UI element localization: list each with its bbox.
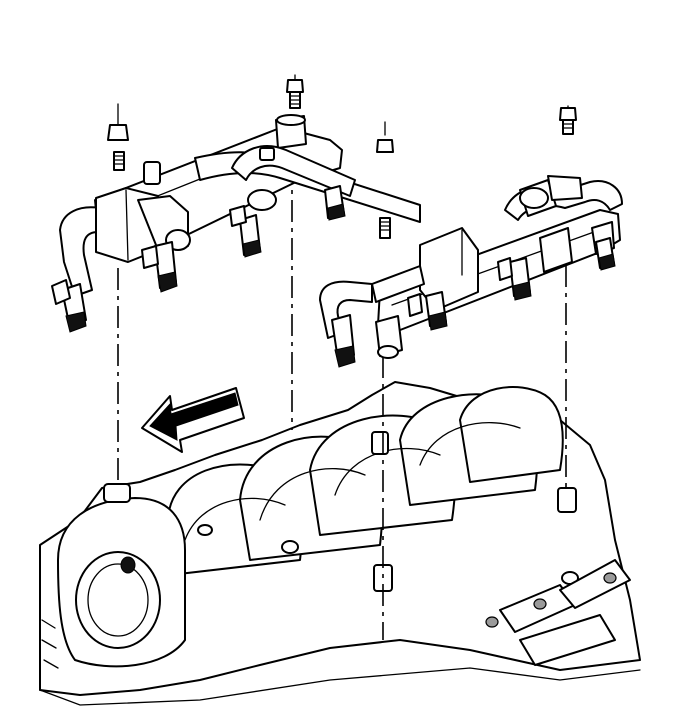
- fuel-injectors-right: [331, 237, 616, 368]
- fuel-rail-right: [319, 175, 623, 368]
- intake-manifold: [39, 381, 641, 706]
- mounting-bolts: [107, 79, 577, 239]
- fuel-rail-left: [51, 114, 421, 333]
- fuel-injectors-left: [61, 185, 346, 333]
- alignment-lines: [117, 74, 569, 640]
- direction-arrow-icon: [141, 387, 245, 453]
